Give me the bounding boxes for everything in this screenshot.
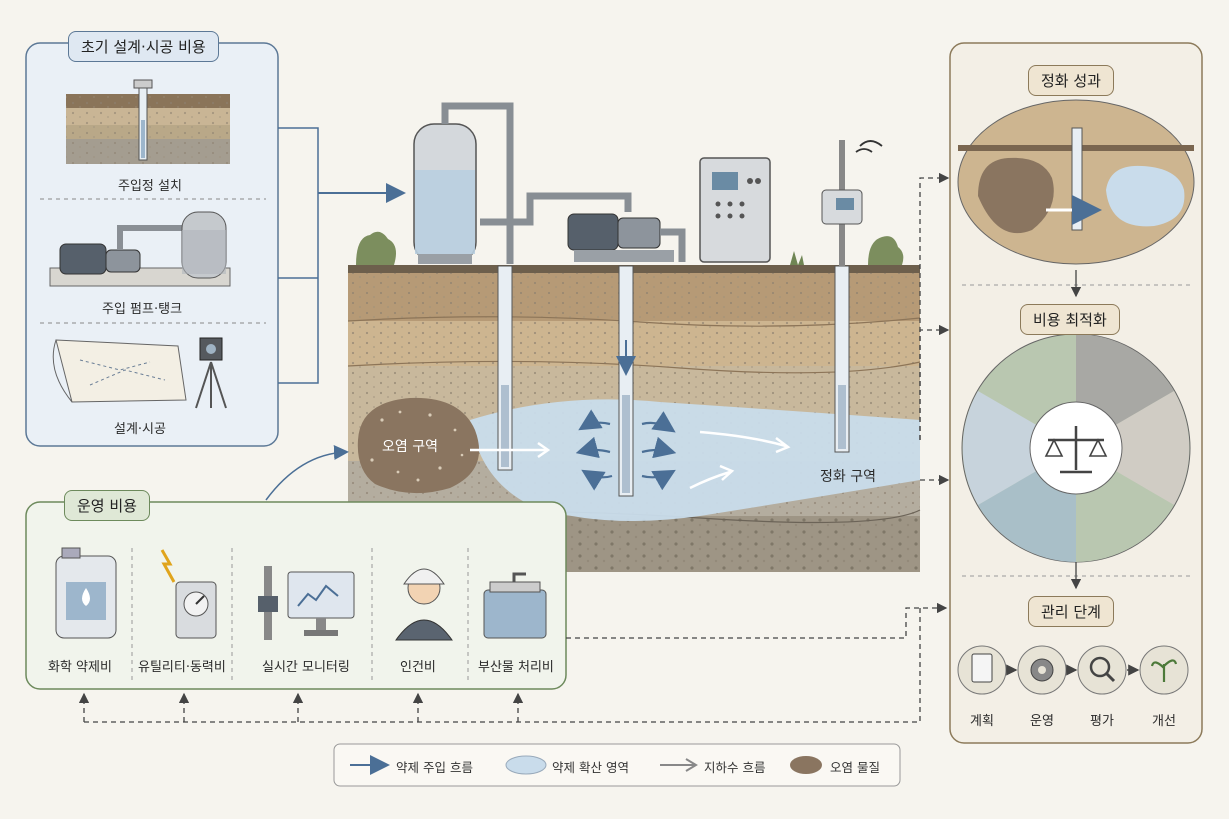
operation-cost-panel — [25, 501, 567, 690]
legend-groundwater-flow: 지하수 흐름 — [704, 760, 766, 775]
feedback-lines — [78, 172, 950, 723]
initial-cost-title: 초기 설계·시공 비용 — [68, 31, 219, 62]
surface-equipment — [356, 102, 904, 266]
operation-cost-title: 운영 비용 — [64, 490, 150, 521]
legend-swatch-groundwater — [685, 758, 698, 772]
legend-swatch-diffusion — [505, 755, 547, 775]
initial-cost-item-pump-tank: 주입 펌프·탱크 — [102, 302, 183, 317]
step-operate: 운영 — [1030, 714, 1054, 729]
operation-item-utility: 유틸리티·동력비 — [138, 660, 226, 675]
cost-optimization-title: 비용 최적화 — [1020, 304, 1120, 335]
purification-zone-label: 정화 구역 — [820, 469, 876, 485]
initial-cost-item-injection-well: 주입정 설치 — [118, 179, 182, 194]
operation-item-monitoring: 실시간 모니터링 — [262, 660, 350, 675]
legend-injection-flow: 약제 주입 흐름 — [396, 760, 473, 775]
step-evaluate: 평가 — [1090, 714, 1114, 729]
purification-result-title: 정화 성과 — [1028, 65, 1114, 96]
contaminant-source — [357, 397, 480, 494]
operation-connector — [265, 445, 349, 501]
management-stage-title: 관리 단계 — [1028, 596, 1114, 627]
results-panel — [949, 42, 1203, 744]
legend-contaminant: 오염 물질 — [830, 760, 880, 775]
step-improve: 개선 — [1152, 714, 1176, 729]
legend-swatch-contaminant — [790, 756, 822, 774]
legend-diffusion-area: 약제 확산 영역 — [552, 760, 629, 775]
pump-tank-illustration — [49, 211, 231, 287]
legend — [333, 743, 901, 787]
initial-cost-connector — [278, 127, 406, 384]
step-plan: 계획 — [970, 714, 994, 729]
operation-item-labor: 인건비 — [400, 660, 436, 675]
injection-well-illustration — [66, 79, 230, 164]
design-construction-illustration — [52, 337, 227, 409]
operation-item-chemical: 화학 약제비 — [48, 660, 112, 675]
contamination-zone-label: 오염 구역 — [382, 439, 438, 455]
operation-item-byproduct: 부산물 처리비 — [478, 660, 554, 675]
initial-cost-item-design: 설계·시공 — [114, 422, 166, 437]
